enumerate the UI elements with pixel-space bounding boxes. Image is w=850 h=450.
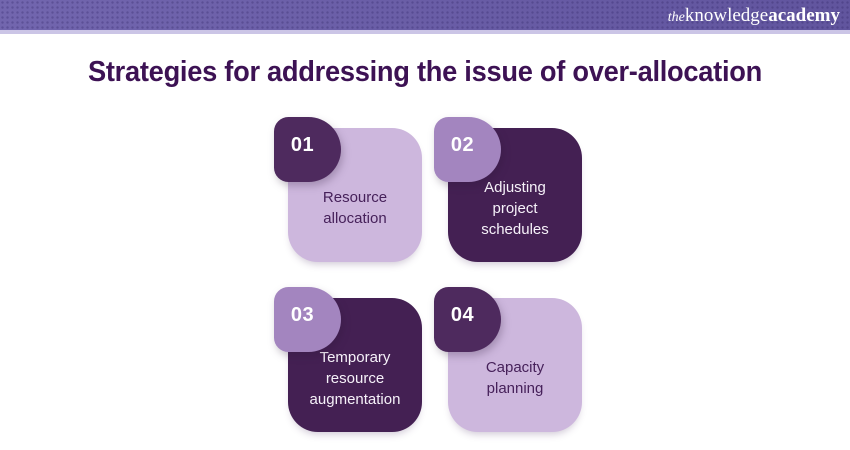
step-number: 03 bbox=[290, 304, 315, 326]
step-number: 02 bbox=[450, 134, 475, 156]
strategy-grid: 01 Resource allocation 02 Adjusting proj… bbox=[274, 117, 582, 432]
step-number: 01 bbox=[290, 134, 315, 156]
step-number-badge: 04 bbox=[434, 287, 501, 352]
logo-the: the bbox=[667, 9, 685, 25]
step-number: 04 bbox=[450, 304, 475, 326]
step-number-badge: 02 bbox=[434, 117, 501, 182]
page-title: Strategies for addressing the issue of o… bbox=[87, 56, 763, 88]
card-label: Temporary resource augmentation bbox=[309, 348, 401, 408]
logo-academy: academy bbox=[768, 4, 840, 26]
strategy-card-adjusting-schedules: 02 Adjusting project schedules bbox=[434, 117, 582, 262]
step-number-badge: 03 bbox=[274, 287, 341, 352]
card-label: Resource allocation bbox=[322, 189, 388, 227]
logo-knowledge: knowledge bbox=[684, 4, 769, 26]
strategy-card-capacity-planning: 04 Capacity planning bbox=[434, 287, 582, 432]
card-label: Capacity planning bbox=[485, 359, 545, 397]
step-number-badge: 01 bbox=[274, 117, 341, 182]
card-label: Adjusting project schedules bbox=[481, 178, 549, 238]
strategy-card-temporary-augmentation: 03 Temporary resource augmentation bbox=[274, 287, 422, 432]
header-bar: theknowledgeacademy bbox=[0, 0, 850, 34]
strategy-card-resource-allocation: 01 Resource allocation bbox=[274, 117, 422, 262]
brand-logo: theknowledgeacademy bbox=[668, 6, 840, 25]
